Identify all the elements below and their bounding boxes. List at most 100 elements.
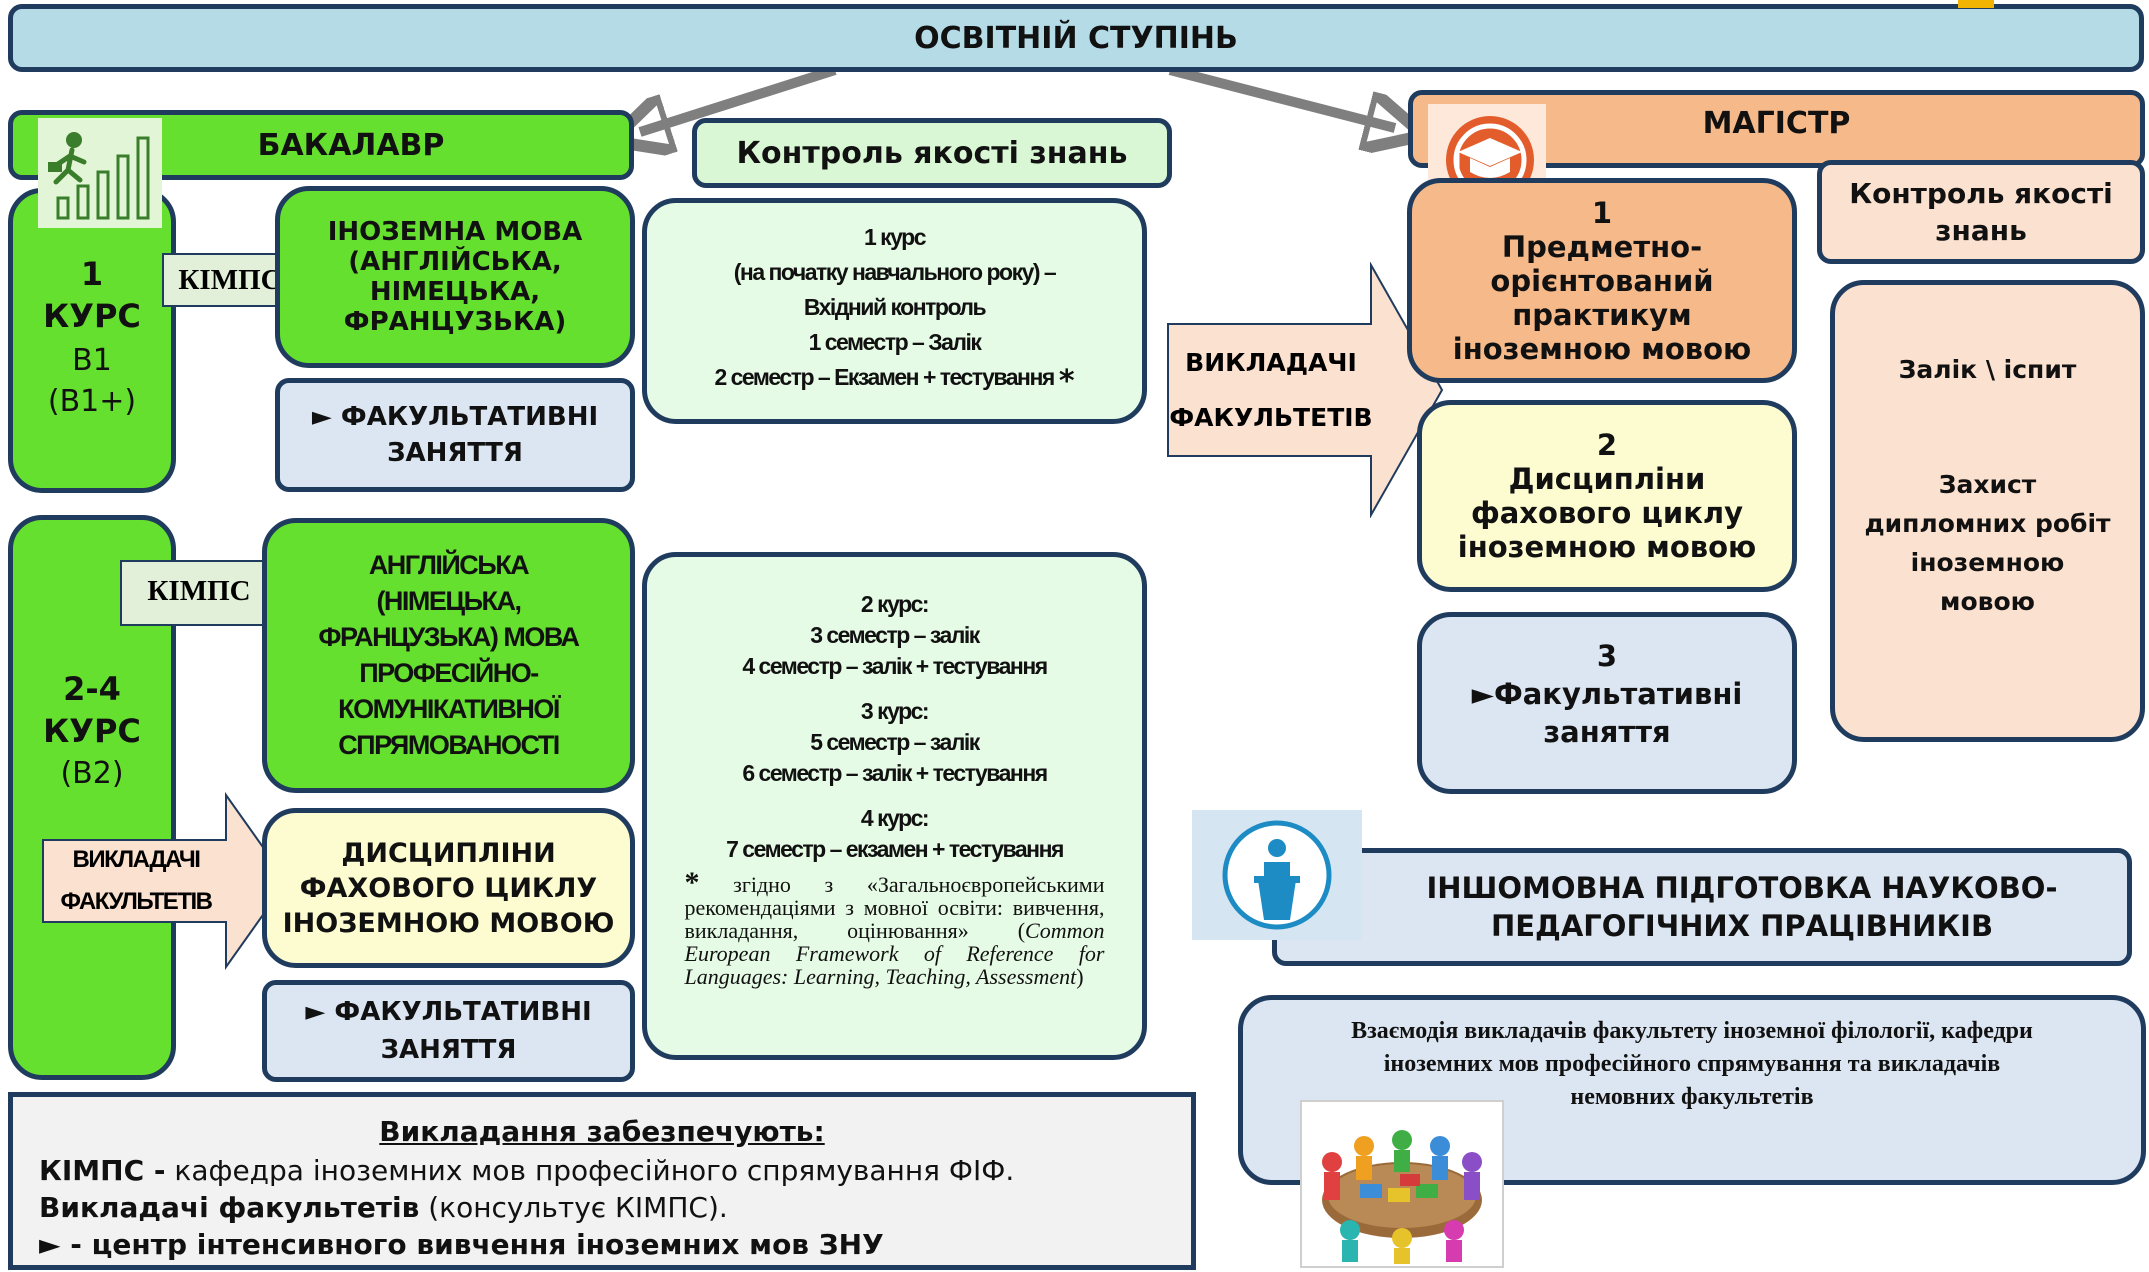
- faculty-teachers-bachelor-line-2: ФАКУЛЬТЕТІВ: [60, 888, 213, 915]
- qc-course1-line-5: 2 семестр – Екзамен + тестування: [714, 363, 1055, 390]
- master-item-1-line-4: іноземною мовою: [1452, 331, 1752, 366]
- faculty-teachers-label-master: ВИКЛАДАЧІ ФАКУЛЬТЕТІВ: [1169, 326, 1372, 454]
- master-item-2-line-1: Дисципліни: [1508, 462, 1706, 496]
- master-control-title-box: Контроль якості знань: [1817, 160, 2145, 264]
- master-title: МАГІСТР: [1702, 105, 1851, 141]
- quality-control-courses-2-4: 2 курс: 3 семестр – залік 4 семестр – за…: [642, 552, 1147, 1060]
- prof-lang-line-5: КОМУНІКАТИВНОЇ: [338, 694, 560, 724]
- qc-course1-line-4: 1 семестр – Залік: [808, 328, 982, 355]
- disciplines-box-bachelor: ДИСЦИПЛІНИ ФАХОВОГО ЦИКЛУ ІНОЗЕМНОЮ МОВО…: [262, 808, 635, 968]
- master-item-1: 1 Предметно- орієнтований практикум іноз…: [1407, 178, 1797, 383]
- master-control-defense-line-1: Захист: [1938, 470, 2037, 499]
- legend-line-2-rest: (консультує КІМПС).: [419, 1191, 728, 1224]
- header-banner: ОСВІТНІЙ СТУПІНЬ: [8, 4, 2144, 72]
- qc-course1-line-2: (на початку навчального року) –: [733, 258, 1057, 285]
- prof-lang-line-2: (НІМЕЦЬКА,: [376, 586, 522, 616]
- master-control-defense-line-3: іноземною: [1910, 548, 2065, 577]
- elective-2-line-2: ЗАНЯТТЯ: [380, 1035, 517, 1065]
- legend-line-2-bold: Викладачі факультетів: [39, 1191, 420, 1224]
- lecturer-podium-icon: [1192, 810, 1362, 940]
- cooperation-line-2: іноземних мов професійного спрямування т…: [1383, 1051, 2001, 1077]
- foreign-language-line-3: НІМЕЦЬКА,: [369, 277, 541, 307]
- master-item-1-line-3: практикум: [1512, 297, 1692, 332]
- cooperation-line-1: Взаємодія викладачів факультету іноземно…: [1351, 1018, 2033, 1044]
- master-control-defense-line-4: мовою: [1940, 587, 2035, 616]
- prof-lang-line-1: АНГЛІЙСЬКА: [368, 550, 530, 580]
- legend-title: Викладання забезпечують:: [379, 1115, 825, 1148]
- quality-control-title-box: Контроль якості знань: [692, 118, 1172, 188]
- master-item-3-line-1: ►Факультативні: [1471, 677, 1743, 711]
- course24-label: КУРС: [43, 712, 141, 750]
- course1-level-b1: B1: [72, 343, 112, 378]
- arrow-to-master: [1168, 65, 1395, 128]
- kimps-label-1: КІМПС: [178, 263, 282, 296]
- qc-course1-line-1: 1 курс: [863, 223, 927, 250]
- master-item-2: 2 Дисципліни фахового циклу іноземною мо…: [1417, 400, 1797, 592]
- master-item-3-number: 3: [1596, 639, 1618, 673]
- master-control-title-line-2: знань: [1935, 214, 2027, 247]
- course1-label: КУРС: [43, 297, 141, 335]
- master-item-2-line-3: іноземною мовою: [1457, 530, 1757, 564]
- disciplines-bachelor-line-2: ФАХОВОГО ЦИКЛУ: [299, 872, 598, 904]
- elective-box-1: ► ФАКУЛЬТАТИВНІ ЗАНЯТТЯ: [275, 378, 635, 492]
- cooperation-line-3: немовних факультетів: [1570, 1084, 1814, 1110]
- master-item-1-line-2: орієнтований: [1490, 263, 1714, 298]
- research-title-box: ІНШОМОВНА ПІДГОТОВКА НАУКОВО- ПЕДАГОГІЧН…: [1272, 848, 2132, 966]
- quality-control-title: Контроль якості знань: [736, 135, 1128, 171]
- faculty-teachers-bachelor-line-1: ВИКЛАДАЧІ: [72, 846, 201, 873]
- qc-course3-line-2: 5 семестр – залік: [810, 729, 980, 755]
- course1-box: 1 КУРС B1 (B1+): [8, 188, 176, 493]
- master-control-defense-line-2: дипломних робіт: [1864, 509, 2111, 538]
- master-item-1-line-1: Предметно-: [1501, 229, 1703, 264]
- prof-lang-line-3: ФРАНЦУЗЬКА) МОВА: [318, 622, 580, 652]
- qc-footnote-close: ): [1076, 964, 1084, 989]
- legend-line-2: Викладачі факультетів (консультує КІМПС)…: [39, 1191, 728, 1224]
- qc-footnote-italic: Common European Framework of Reference f…: [684, 918, 1105, 989]
- quality-control-course1: 1 курс (на початку навчального року) – В…: [642, 198, 1147, 424]
- master-item-2-line-2: фахового циклу: [1470, 496, 1744, 530]
- page-title: ОСВІТНІЙ СТУПІНЬ: [914, 20, 1238, 56]
- kimps-label-2: КІМПС: [147, 574, 251, 607]
- teamwork-puzzle-picture: [1300, 1100, 1504, 1268]
- professional-language-box: АНГЛІЙСЬКА (НІМЕЦЬКА, ФРАНЦУЗЬКА) МОВА П…: [262, 518, 635, 793]
- faculty-teachers-arrow-bachelor: ВИКЛАДАЧІ ФАКУЛЬТЕТІВ: [40, 792, 290, 970]
- legend-line-3: ► - центр інтенсивного вивчення іноземни…: [39, 1228, 884, 1261]
- faculty-teachers-arrow-master: ВИКЛАДАЧІ ФАКУЛЬТЕТІВ: [1165, 262, 1445, 518]
- elective-1-line-2: ЗАНЯТТЯ: [387, 438, 523, 468]
- research-title-line-1: ІНШОМОВНА ПІДГОТОВКА НАУКОВО-: [1426, 871, 2058, 905]
- qc-course3-line-1: 3 курс:: [860, 698, 930, 724]
- disciplines-bachelor-line-3: ІНОЗЕМНОЮ МОВОЮ: [282, 907, 615, 939]
- foreign-language-line-1: ІНОЗЕМНА МОВА: [327, 217, 583, 247]
- qc-course1-line-3: Вхідний контроль: [803, 293, 987, 320]
- master-item-3-line-2: заняття: [1543, 715, 1671, 749]
- master-item-3: 3 ►Факультативні заняття: [1417, 612, 1797, 794]
- corner-accent: [1958, 0, 1994, 8]
- prof-lang-line-6: СПРЯМОВАНОСТІ: [338, 730, 560, 760]
- course24-level: (B2): [60, 756, 124, 791]
- elective-box-2: ► ФАКУЛЬТАТИВНІ ЗАНЯТТЯ: [262, 980, 635, 1082]
- foreign-language-box: ІНОЗЕМНА МОВА (АНГЛІЙСЬКА, НІМЕЦЬКА, ФРА…: [275, 186, 635, 368]
- master-control-exam: Залік \ іспит: [1898, 355, 2077, 384]
- prof-lang-line-4: ПРОФЕСІЙНО-: [359, 658, 539, 688]
- bachelor-title: БАКАЛАВР: [257, 127, 445, 163]
- qc-course1-line-5-wrap: 2 семестр – Екзамен + тестування *: [714, 364, 1074, 399]
- course1-number: 1: [80, 255, 104, 293]
- legend-line-1: КІМПС - кафедра іноземних мов професійно…: [39, 1154, 1014, 1187]
- course24-number: 2-4: [63, 670, 121, 708]
- qc-footnote-mark: *: [684, 866, 700, 899]
- legend-line-1-bold: КІМПС -: [39, 1154, 166, 1187]
- qc-course2-line-1: 2 курс:: [860, 591, 930, 617]
- qc-course3-line-3: 6 семестр – залік + тестування: [742, 760, 1048, 786]
- foreign-language-line-4: ФРАНЦУЗЬКА): [343, 307, 567, 337]
- master-control-items-box: Залік \ іспит Захист дипломних робіт іно…: [1830, 280, 2145, 742]
- qc-course2-line-2: 3 семестр – залік: [810, 622, 980, 648]
- qc-asterisk: *: [1058, 363, 1075, 399]
- qc-footnote: * згідно з «Загальноєвропейськими рекоме…: [684, 868, 1105, 989]
- qc-course4-line-2: 7 семестр – екзамен + тестування: [726, 836, 1064, 862]
- qc-footnote-text: згідно з «Загальноєвропейськими рекоменд…: [684, 872, 1105, 943]
- course1-level-b1plus: (B1+): [47, 384, 137, 419]
- master-control-title-line-1: Контроль якості: [1849, 177, 2113, 210]
- foreign-language-line-2: (АНГЛІЙСЬКА,: [348, 247, 562, 277]
- master-item-2-number: 2: [1596, 428, 1618, 462]
- career-growth-icon: [38, 118, 162, 228]
